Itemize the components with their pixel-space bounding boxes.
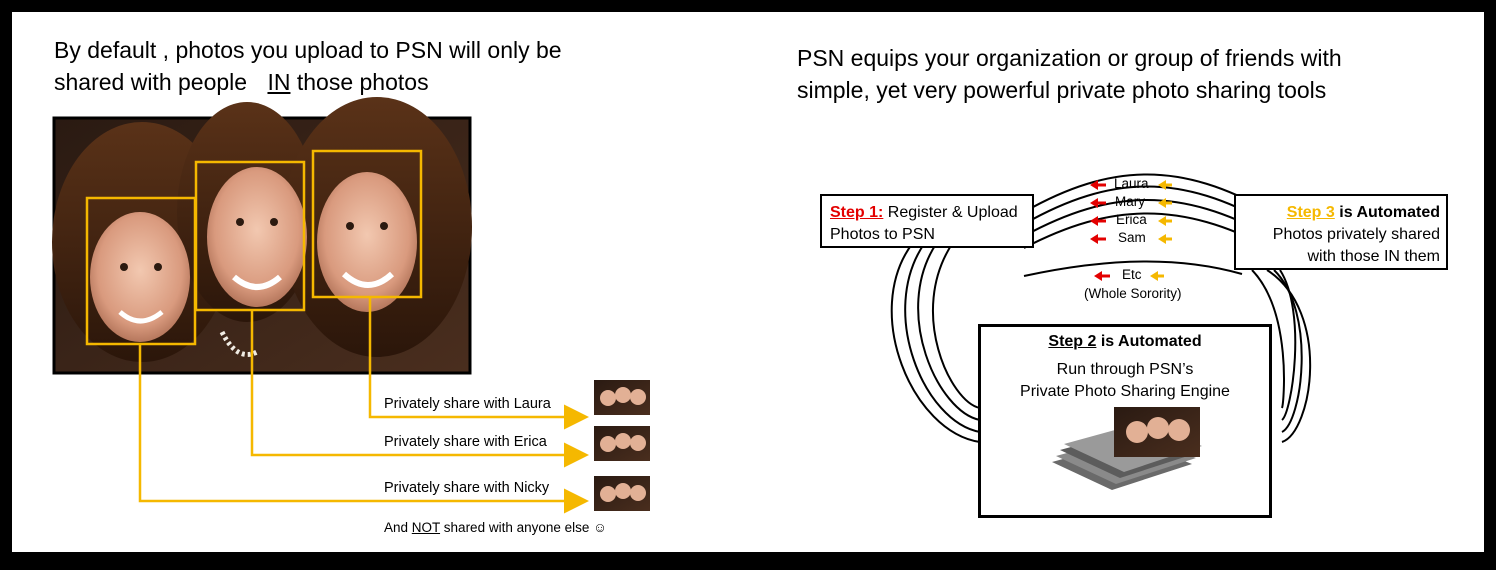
not-shared-emphasis: NOT bbox=[411, 520, 441, 535]
share-label-erica: Privately share with Erica bbox=[384, 434, 547, 450]
face-box-erica-right bbox=[311, 149, 423, 299]
arrow-mary bbox=[1090, 198, 1172, 208]
step2-text-b: Run through PSN’s bbox=[1056, 361, 1194, 378]
step3-text-b: Photos privately shared bbox=[1272, 226, 1440, 243]
arrow-sam bbox=[1090, 234, 1172, 244]
name-arrows bbox=[1090, 180, 1172, 281]
photo-stack bbox=[1052, 407, 1202, 490]
connector-erica bbox=[250, 310, 589, 468]
not-shared-note: And NOT shared with anyone else ☺ bbox=[384, 520, 607, 535]
face-box-nicky-middle bbox=[194, 160, 306, 312]
not-shared-pre: And bbox=[384, 520, 412, 535]
step2-text-a: is Automated bbox=[1096, 333, 1202, 350]
step1-text-a: Register & Upload bbox=[883, 204, 1018, 221]
step1-label: Step 1: bbox=[830, 204, 884, 221]
step2-label: Step 2 bbox=[1048, 333, 1097, 350]
share-connectors bbox=[138, 297, 589, 514]
name-laura: Laura bbox=[1114, 176, 1149, 191]
connector-laura bbox=[368, 297, 589, 430]
right-title-line1: PSN equips your organization or group of… bbox=[797, 45, 1342, 71]
step1-text-b: Photos to PSN bbox=[830, 226, 935, 243]
name-sam: Sam bbox=[1118, 230, 1146, 245]
right-title: PSN equips your organization or group of… bbox=[797, 42, 1417, 106]
step3-text-a: is Automated bbox=[1334, 204, 1440, 221]
name-erica: Erica bbox=[1116, 212, 1147, 227]
step3-box: Step 3 is Automated Photos privately sha… bbox=[1234, 194, 1448, 270]
left-title-line1: By default , photos you upload to PSN wi… bbox=[54, 37, 562, 63]
names-note: (Whole Sorority) bbox=[1084, 286, 1182, 301]
diagram-drawing bbox=[52, 97, 1312, 514]
connector-nicky bbox=[138, 344, 589, 514]
step2-text-c: Private Photo Sharing Engine bbox=[1020, 383, 1230, 400]
sharing-arcs bbox=[890, 173, 1312, 443]
face-photo bbox=[52, 97, 472, 375]
arrow-erica bbox=[1090, 216, 1172, 226]
step1-box: Step 1: Register & Upload Photos to PSN bbox=[820, 194, 1034, 248]
arrow-etc bbox=[1094, 271, 1164, 281]
arrow-laura bbox=[1090, 180, 1172, 190]
name-etc: Etc bbox=[1122, 267, 1142, 282]
not-shared-post: shared with anyone else ☺ bbox=[440, 520, 607, 535]
right-title-line2: simple, yet very powerful private photo … bbox=[797, 77, 1327, 103]
step2-box: Step 2 is Automated Run through PSN’s Pr… bbox=[978, 324, 1272, 518]
thumbnail-photo bbox=[594, 380, 650, 511]
name-mary: Mary bbox=[1115, 194, 1145, 209]
step3-text-c: with those IN them bbox=[1307, 248, 1441, 265]
left-title-emphasis: IN bbox=[267, 69, 291, 95]
slide-canvas: By default , photos you upload to PSN wi… bbox=[12, 12, 1484, 552]
step3-label: Step 3 bbox=[1286, 204, 1335, 221]
left-title-line2-end: those photos bbox=[290, 69, 429, 95]
left-title-line2: shared with people bbox=[54, 69, 254, 95]
share-label-laura: Privately share with Laura bbox=[384, 396, 551, 412]
left-title: By default , photos you upload to PSN wi… bbox=[54, 34, 614, 98]
share-label-nicky: Privately share with Nicky bbox=[384, 480, 550, 496]
